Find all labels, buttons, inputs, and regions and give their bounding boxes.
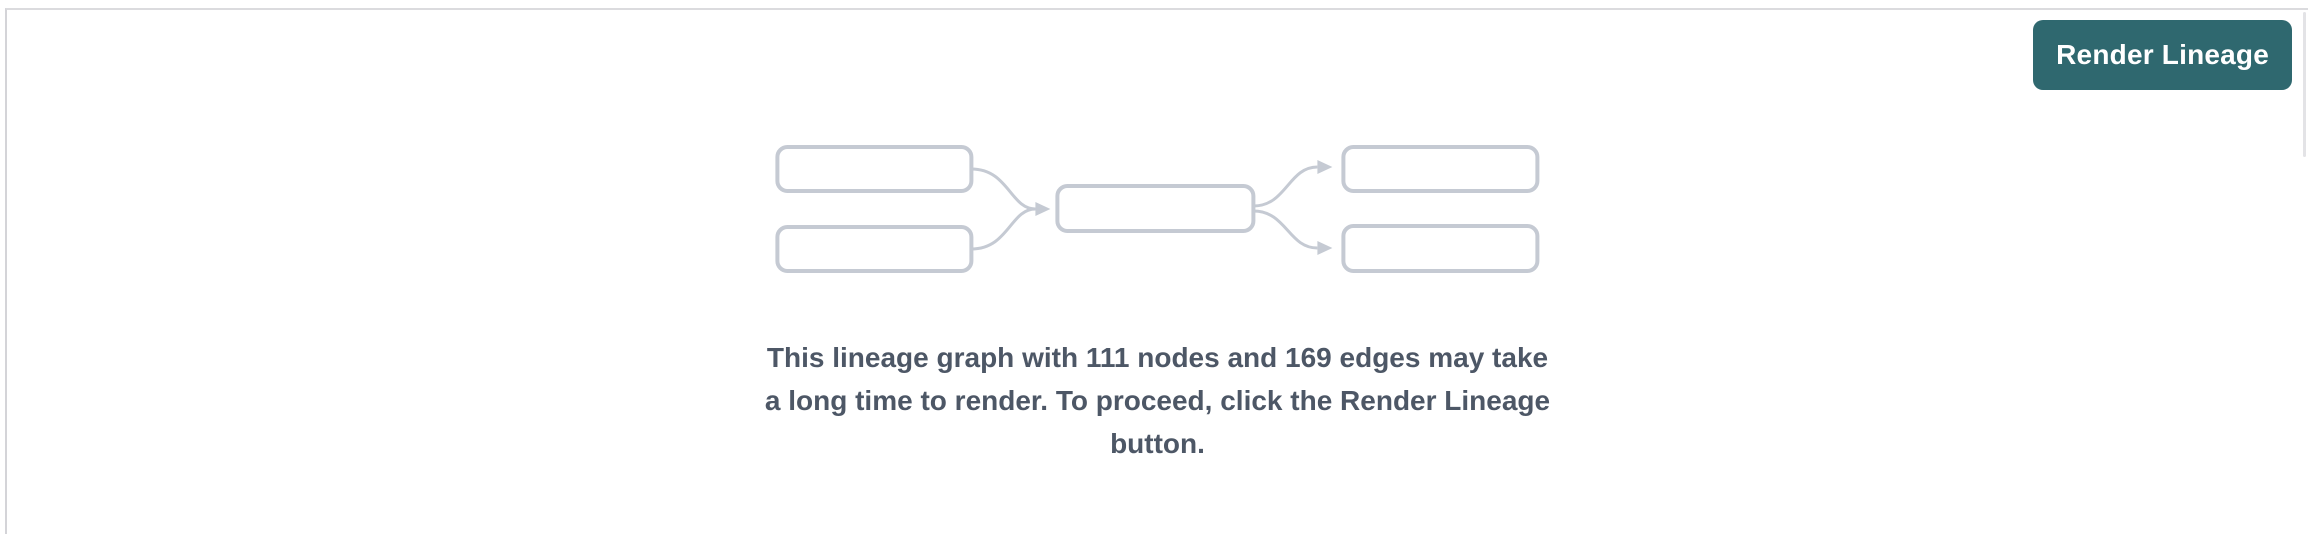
node-left-top — [775, 145, 974, 193]
message-line-1: This lineage graph with 111 nodes and 16… — [766, 342, 1549, 373]
node-right-bottom — [1341, 224, 1540, 273]
vertical-scrollbar-thumb[interactable] — [2303, 12, 2306, 157]
arrowhead-right-top-icon — [1317, 160, 1333, 174]
message-line-2: a long time to render. To proceed, click… — [764, 385, 1551, 416]
message-line-3: button. — [1110, 428, 1205, 459]
edge-right-top — [1253, 165, 1318, 208]
edge-right-bottom — [1253, 209, 1318, 250]
graph-arrowheads — [1035, 160, 1333, 255]
arrowhead-center-icon — [1035, 202, 1051, 216]
lineage-placeholder: This lineage graph with 111 nodes and 16… — [765, 140, 1550, 465]
lineage-graph-illustration — [775, 145, 1540, 273]
edge-left-top — [971, 167, 1036, 211]
node-middle — [1055, 184, 1256, 233]
graph-edges — [971, 165, 1318, 251]
edge-left-bottom — [971, 207, 1036, 251]
graph-nodes — [775, 145, 1540, 273]
node-right-top — [1341, 145, 1540, 193]
lineage-warning-message: This lineage graph with 111 nodes and 16… — [765, 336, 1550, 465]
lineage-tab-panel: Render Lineage — [5, 8, 2308, 534]
node-left-bottom — [775, 225, 974, 273]
arrowhead-right-bottom-icon — [1317, 241, 1333, 255]
render-lineage-button[interactable]: Render Lineage — [2033, 20, 2292, 90]
